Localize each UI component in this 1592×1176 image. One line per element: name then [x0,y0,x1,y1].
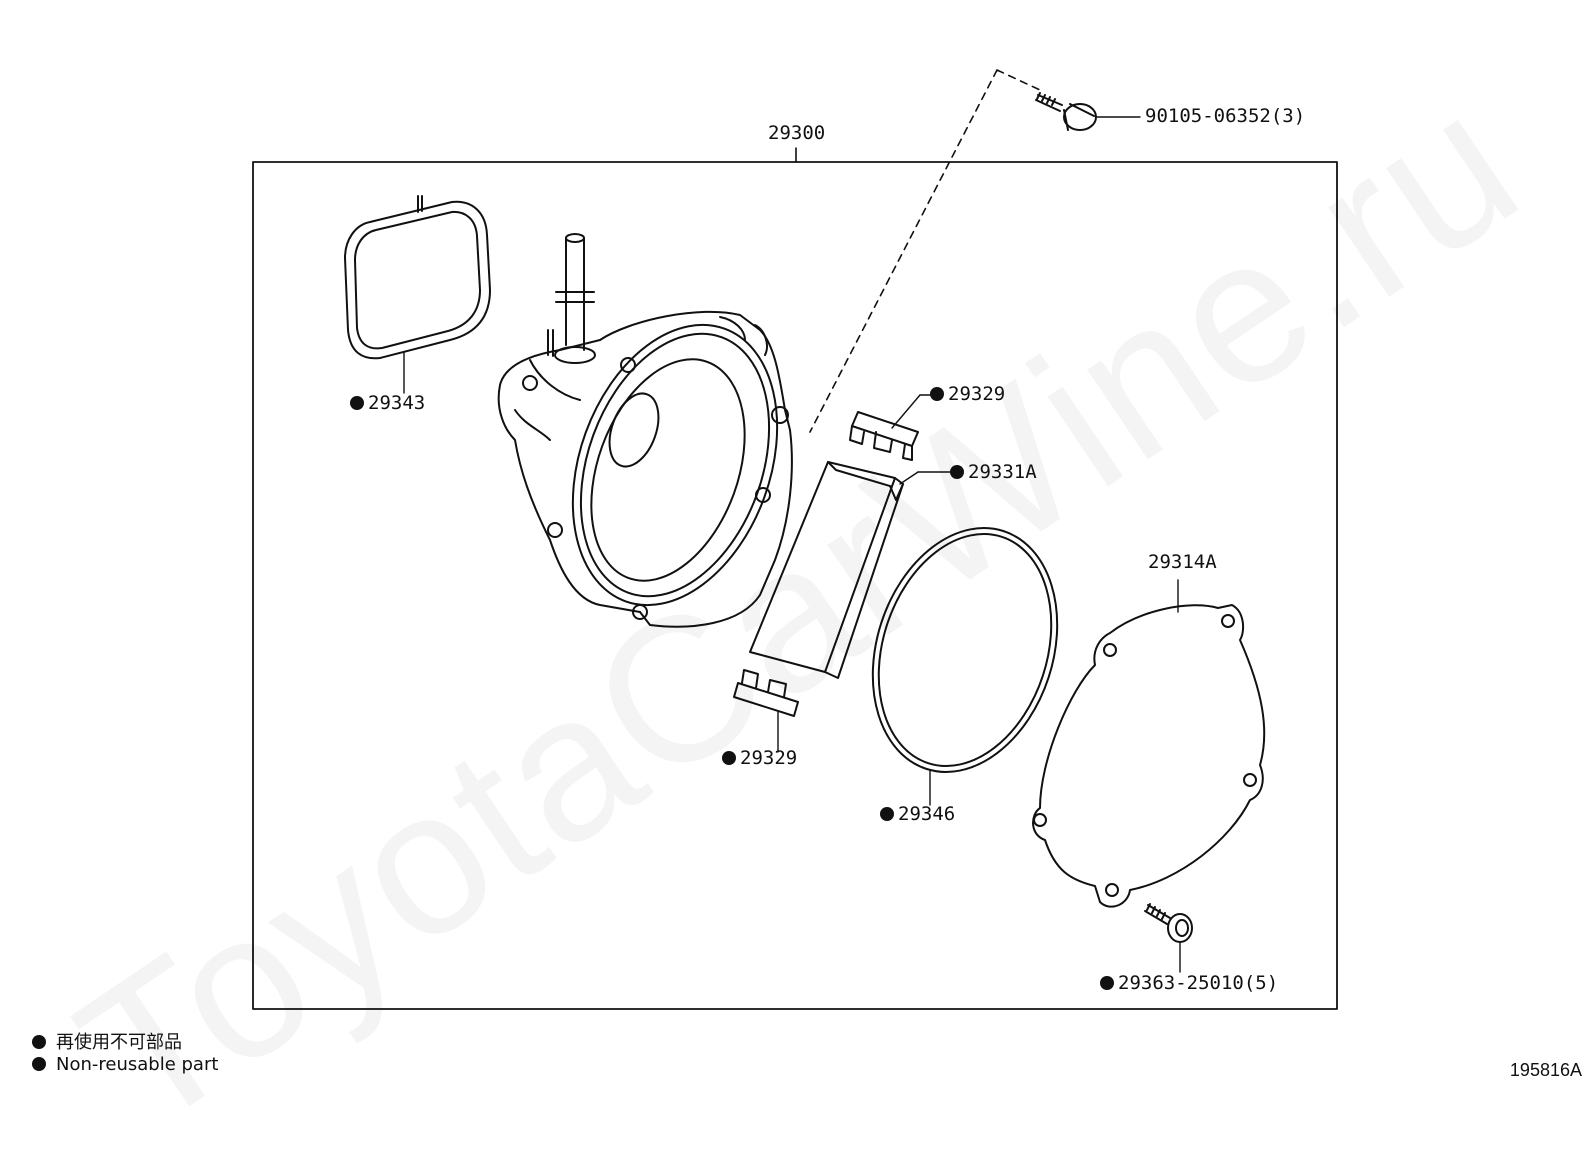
non-reusable-dot-icon [880,807,894,821]
non-reusable-dot-icon [350,396,364,410]
screw-29363-icon [1144,903,1193,943]
bolt-install-dashed-line [809,69,1041,433]
legend-dot-icon [32,1057,46,1071]
non-reusable-dot-icon [930,387,944,401]
label-29329-upper: 29329 [930,383,1005,405]
label-29314A: 29314A [1148,551,1217,573]
legend-line-jp: 再使用不可部品 [32,1028,182,1054]
non-reusable-dot-icon [722,751,736,765]
exploded-parts-diagram [252,69,1338,1010]
bolt-90105-icon [1035,92,1097,131]
label-assembly: 29300 [768,122,826,144]
vane-cap-29329-upper-icon [849,411,919,461]
assembly-frame [252,161,1338,1010]
label-29329-lower: 29329 [722,747,797,769]
legend-dot-icon [32,1035,46,1049]
leader-29329-upper [891,394,921,429]
figure-number: 195816A [1509,1060,1582,1080]
o-ring-29346-icon [871,527,1059,773]
label-29346: 29346 [880,803,955,825]
label-29363: 29363-25010(5) [1100,972,1278,994]
label-29343: 29343 [350,392,425,414]
non-reusable-dot-icon [1100,976,1114,990]
label-90105: 90105-06352(3) [1145,105,1306,127]
vane-cap-29329-lower-icon [733,669,799,717]
cover-plate-29314A-icon [1032,604,1266,908]
gasket-29343-icon [344,195,491,360]
vane-29331A-icon [749,461,904,679]
leader-29331A [899,471,919,485]
vacuum-pump-housing-icon [497,233,793,628]
label-29331A: 29331A [950,461,1037,483]
legend-line-en: Non-reusable part [32,1054,218,1075]
non-reusable-dot-icon [950,465,964,479]
